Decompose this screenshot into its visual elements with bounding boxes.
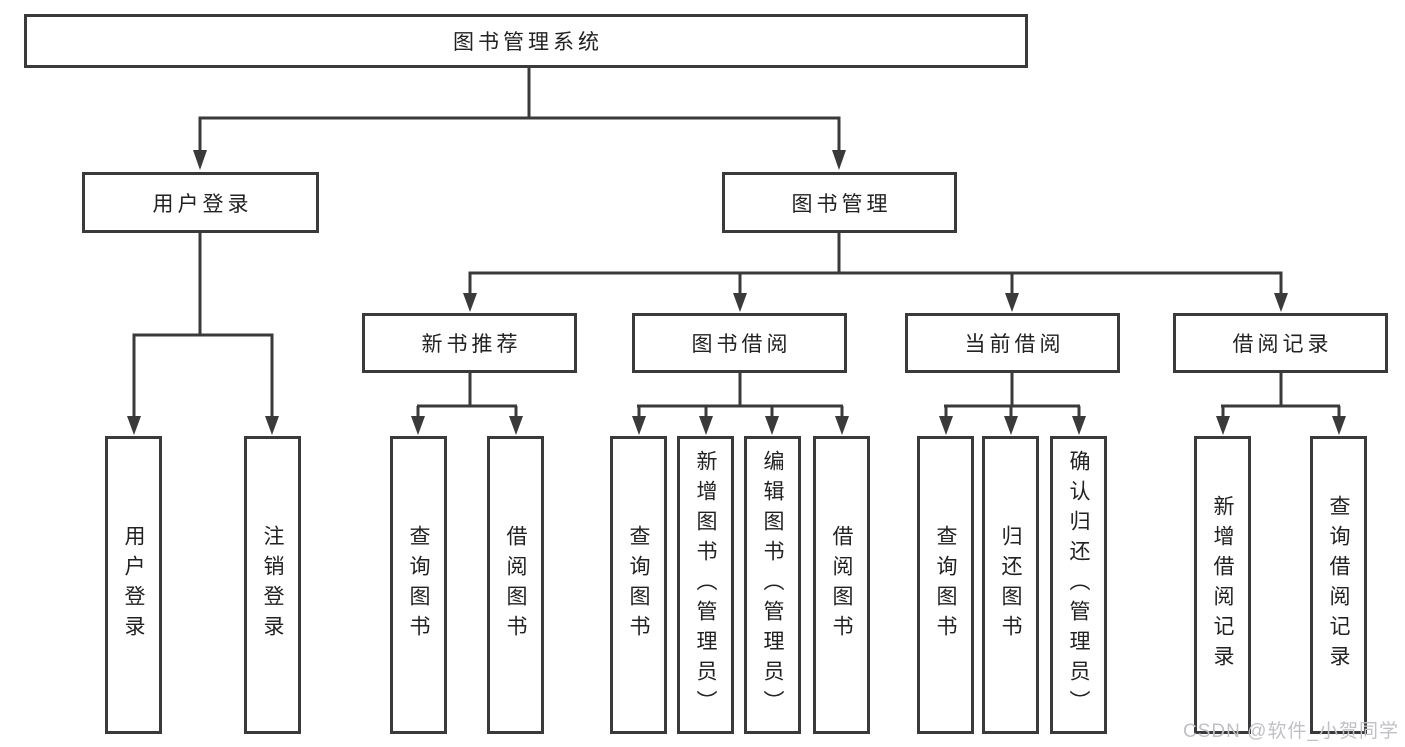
node-label: 新增图书（管理员） [694,450,717,720]
node-label: 新书推荐 [421,333,522,356]
node-library-management-system: 图书管理系统 [24,14,1028,68]
node-borrowing-records: 借阅记录 [1173,313,1388,373]
node-book-borrowing: 图书借阅 [632,313,847,373]
leaf-add-books-admin: 新增图书（管理员） [677,436,734,734]
node-label: 归还图书 [999,525,1022,645]
leaf-borrow-books-2: 借阅图书 [813,436,870,734]
node-label: 编辑图书（管理员） [761,450,784,720]
node-label: 当前借阅 [964,333,1065,356]
node-user-login-branch: 用户登录 [82,172,319,233]
node-book-management-branch: 图书管理 [722,172,957,233]
leaf-logout: 注销登录 [244,436,301,734]
leaf-add-borrow-record: 新增借阅记录 [1194,436,1251,734]
node-label: 用户登录 [152,192,253,216]
node-label: 用户登录 [122,525,145,645]
node-current-borrowing: 当前借阅 [905,313,1120,373]
node-label: 查询图书 [407,525,430,645]
leaf-borrow-books-1: 借阅图书 [487,436,544,734]
node-label: 注销登录 [261,525,284,645]
leaf-confirm-return-admin: 确认归还（管理员） [1050,436,1107,734]
leaf-user-login: 用户登录 [105,436,162,734]
node-label: 新增借阅记录 [1211,495,1234,675]
node-label: 图书管理 [791,192,892,216]
node-label: 图书管理系统 [453,31,603,54]
node-label: 查询图书 [627,525,650,645]
node-label: 借阅记录 [1232,333,1333,356]
leaf-edit-books-admin: 编辑图书（管理员） [744,436,801,734]
leaf-query-books-1: 查询图书 [390,436,447,734]
csdn-watermark: CSDN @软件_小贺同学 [1183,721,1399,742]
node-label: 查询图书 [934,525,957,645]
node-label: 借阅图书 [504,525,527,645]
node-new-book-recommendation: 新书推荐 [362,313,577,373]
node-label: 借阅图书 [830,525,853,645]
leaf-query-borrow-record: 查询借阅记录 [1310,436,1367,734]
leaf-query-books-2: 查询图书 [610,436,667,734]
node-label: 查询借阅记录 [1327,495,1350,675]
leaf-return-books: 归还图书 [982,436,1039,734]
node-label: 图书借阅 [691,333,792,356]
leaf-query-books-3: 查询图书 [917,436,974,734]
node-label: 确认归还（管理员） [1067,450,1090,720]
